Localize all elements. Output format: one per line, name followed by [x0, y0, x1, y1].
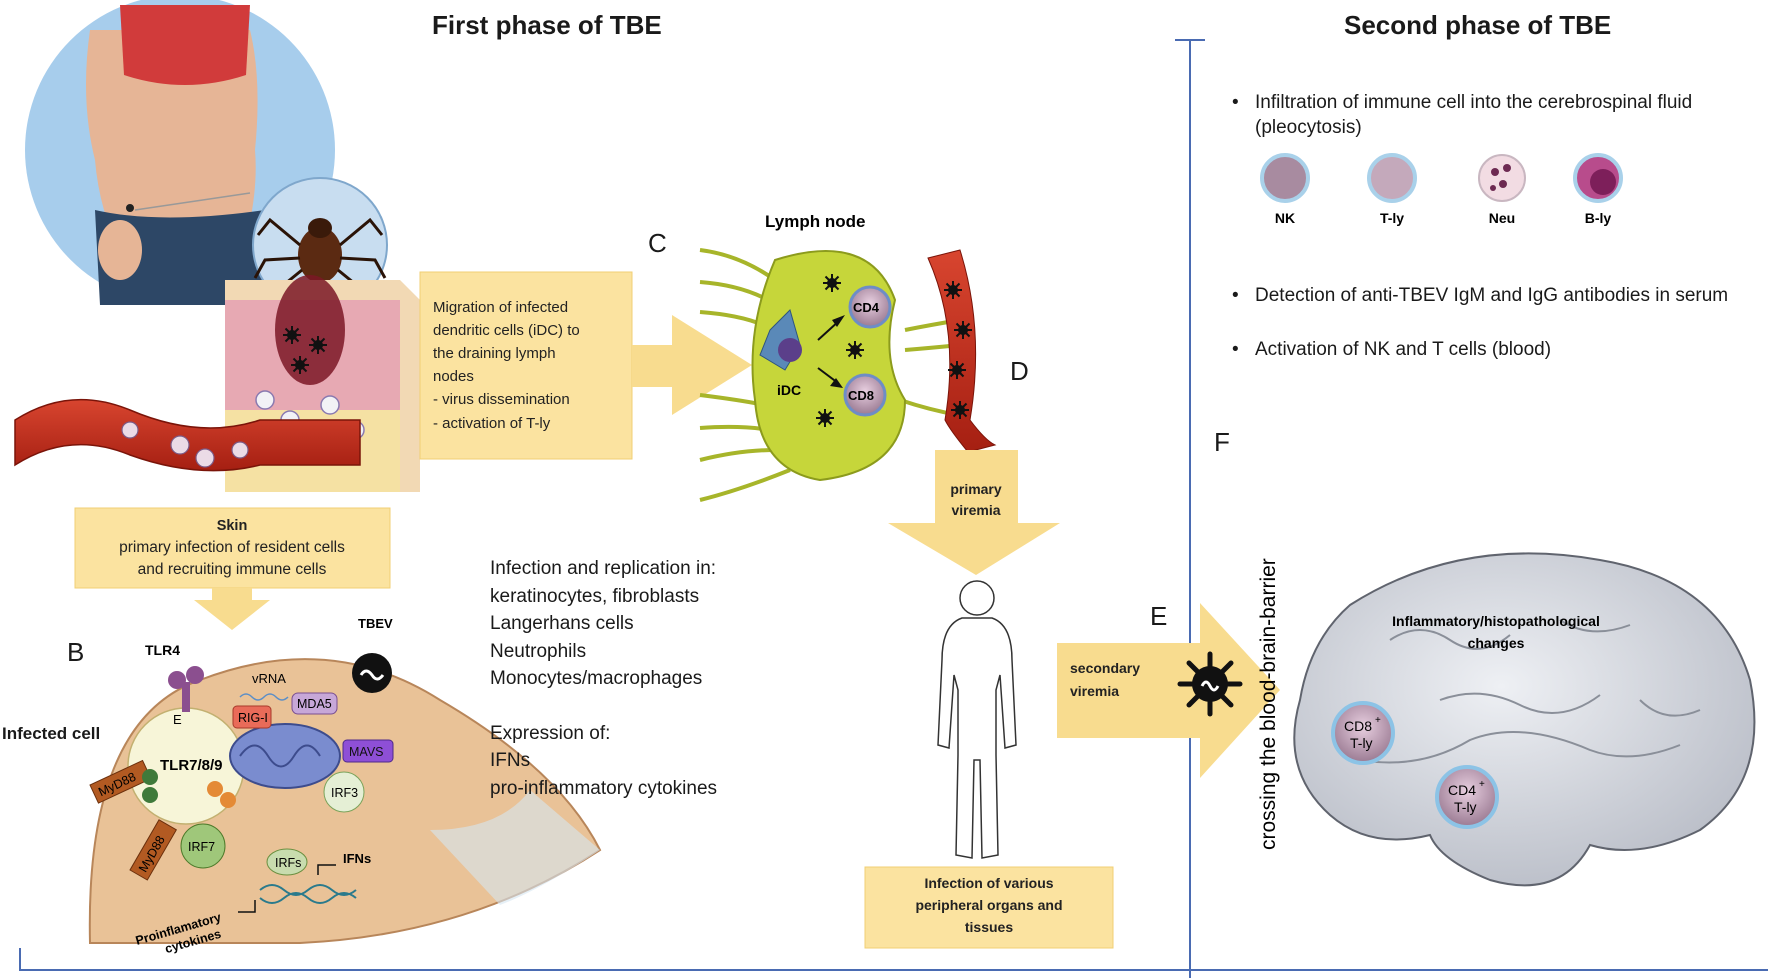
mavs-label: MAVS: [349, 745, 384, 759]
brain-icon: CD8 + T-ly CD4 + T-ly Inflammatory/histo…: [1293, 552, 1756, 887]
cd4-ln-label: CD4: [853, 300, 880, 315]
skin-box-line2: and recruiting immune cells: [138, 561, 327, 578]
brain-cd4-tly: T-ly: [1454, 799, 1477, 815]
letter-d: D: [1010, 356, 1029, 386]
tlr789-label: TLR7/8/9: [160, 757, 223, 774]
skin-box: Skin primary infection of resident cells…: [74, 507, 391, 630]
phase-bracket: [19, 39, 1768, 978]
d-vessel: [927, 249, 997, 453]
infection-box-line2: peripheral organs and: [915, 897, 1062, 913]
mitochondrion-icon: [229, 723, 341, 789]
brain-cd4-label: CD4: [1448, 782, 1476, 798]
blood-vessel: [14, 398, 361, 472]
letter-c: C: [648, 228, 667, 258]
secondary-viremia-line1: secondary: [1070, 660, 1140, 676]
migration-line6: - activation of T-ly: [433, 415, 551, 432]
idc-label: iDC: [777, 382, 801, 398]
brain-cd8-tly: T-ly: [1350, 735, 1373, 751]
blood-cells: [121, 421, 249, 468]
replication-item-1: keratinocytes, fibroblasts: [490, 585, 700, 607]
replication-header: Infection and replication in:: [490, 558, 717, 579]
cell-label-tly: T-ly: [1380, 210, 1404, 226]
letter-f: F: [1214, 427, 1230, 457]
replication-item-2: Langerhans cells: [490, 613, 634, 634]
second-phase-bullets-2: Detection of anti-TBEV IgM and IgG antib…: [1230, 283, 1770, 308]
cell-label-nk: NK: [1275, 210, 1295, 226]
tbev-virion: [352, 653, 392, 693]
expression-item-1: IFNs: [490, 750, 531, 771]
brain-cd8-sup: +: [1375, 715, 1381, 726]
letter-b: B: [67, 637, 85, 667]
brain-cd4-sup: +: [1479, 779, 1485, 790]
endosome-label: E: [173, 712, 182, 727]
replication-text: Infection and replication in: keratinocy…: [490, 555, 717, 802]
secondary-viremia-arrow: secondary viremia: [1057, 603, 1280, 778]
bullet-activation: Activation of NK and T cells (blood): [1230, 337, 1770, 362]
infected-cell-label: Infected cell: [2, 724, 101, 743]
cell-label-neu: Neu: [1489, 210, 1515, 226]
primary-viremia-line1: primary: [950, 481, 1002, 497]
bullet-infiltration: Infiltration of immune cell into the cer…: [1230, 90, 1730, 140]
lymph-node-diagram: Lymph node iDC CD4 CD8: [699, 212, 961, 502]
vrna-label: vRNA: [252, 671, 286, 686]
barrier-label: crossing the blood-brain-barrier: [1257, 558, 1280, 850]
letter-e: E: [1150, 601, 1168, 631]
infection-box-line1: Infection of various: [924, 875, 1053, 891]
skin-box-title: Skin: [217, 518, 248, 534]
cell-label-bly: B-ly: [1585, 210, 1612, 226]
second-phase-title: Second phase of TBE: [1344, 10, 1612, 40]
migration-line2: dendritic cells (iDC) to: [433, 322, 580, 339]
migration-line4: nodes: [433, 368, 474, 385]
bullet-detection: Detection of anti-TBEV IgM and IgG antib…: [1230, 283, 1770, 308]
infection-organs-box: Infection of various peripheral organs a…: [864, 866, 1114, 949]
brain-cd8-label: CD8: [1344, 718, 1372, 734]
primary-viremia-arrow: primary viremia: [888, 450, 1060, 575]
skin-box-line1: primary infection of resident cells: [119, 539, 345, 556]
migration-line3: the draining lymph: [433, 345, 556, 362]
brain-changes-line2: changes: [1468, 635, 1525, 651]
irf7-label: IRF7: [188, 840, 215, 854]
human-silhouette-icon: [937, 580, 1017, 859]
secondary-viremia-line2: viremia: [1070, 683, 1119, 699]
mda5-label: MDA5: [297, 697, 332, 711]
tlr4-label: TLR4: [145, 642, 180, 658]
migration-arrow: Migration of infected dendritic cells (i…: [419, 271, 752, 460]
expression-header: Expression of:: [490, 722, 611, 744]
expression-item-2: pro-inflammatory cytokines: [490, 777, 718, 799]
virus-icon: [1177, 651, 1243, 717]
brain-changes-line1: Inflammatory/histopathological: [1392, 613, 1600, 629]
primary-viremia-line2: viremia: [951, 502, 1000, 518]
infected-cell-diagram: E TLR7/8/9 TLR4 TBEV vRNA RIG-I MDA5 MAV…: [88, 616, 602, 956]
csf-cells-row: NK T-ly Neu B-ly: [1260, 153, 1623, 226]
replication-item-4: Monocytes/macrophages: [490, 668, 703, 689]
cd8-ln-label: CD8: [848, 388, 874, 403]
rigi-label: RIG-I: [238, 711, 268, 725]
replication-item-3: Neutrophils: [490, 640, 587, 662]
irf3-label: IRF3: [331, 786, 358, 800]
irfs-label: IRFs: [275, 856, 301, 870]
ifns-cell-label: IFNs: [343, 851, 371, 866]
second-phase-bullets-3: Activation of NK and T cells (blood): [1230, 337, 1770, 362]
first-phase-title: First phase of TBE: [432, 10, 662, 40]
second-phase-bullets: Infiltration of immune cell into the cer…: [1230, 90, 1730, 140]
infection-box-line3: tissues: [965, 919, 1013, 935]
tbev-label: TBEV: [358, 616, 393, 631]
migration-line1: Migration of infected: [433, 299, 568, 316]
lymph-node-title: Lymph node: [765, 212, 865, 231]
migration-line5: - virus dissemination: [433, 391, 570, 408]
